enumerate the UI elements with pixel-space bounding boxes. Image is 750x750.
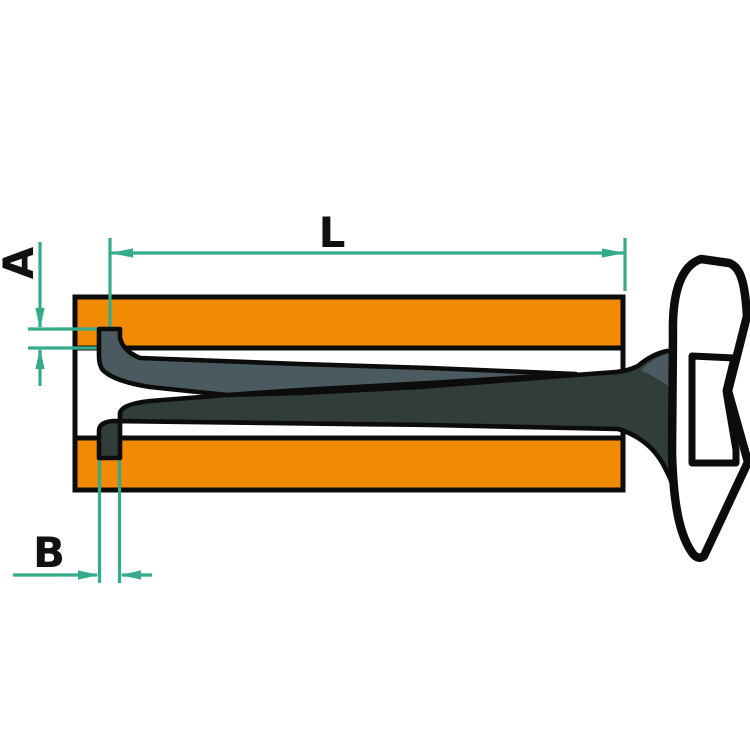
- bottom-panel: [72, 435, 626, 493]
- arrow-A-up: [35, 348, 45, 369]
- panel-assembly: [72, 294, 626, 493]
- label-A: A: [0, 239, 43, 287]
- tool-funnel-highlight: [642, 353, 674, 390]
- arrow-L-left: [110, 248, 133, 258]
- tool-lower-blade: [96, 348, 703, 496]
- label-L: L: [318, 208, 346, 257]
- tool-handle: [667, 254, 750, 562]
- handle-outline: [667, 254, 750, 562]
- dimension-arrowheads: [35, 248, 625, 580]
- arrow-L-right: [602, 248, 625, 258]
- arrow-B-right: [78, 570, 99, 580]
- handle-inner-contour: [688, 352, 740, 467]
- arrow-B-left: [120, 570, 141, 580]
- removal-tool: [96, 326, 703, 496]
- top-panel: [72, 294, 626, 351]
- arrow-A-down: [35, 308, 45, 329]
- tool-upper-blade: [96, 326, 579, 398]
- label-B: B: [32, 528, 65, 577]
